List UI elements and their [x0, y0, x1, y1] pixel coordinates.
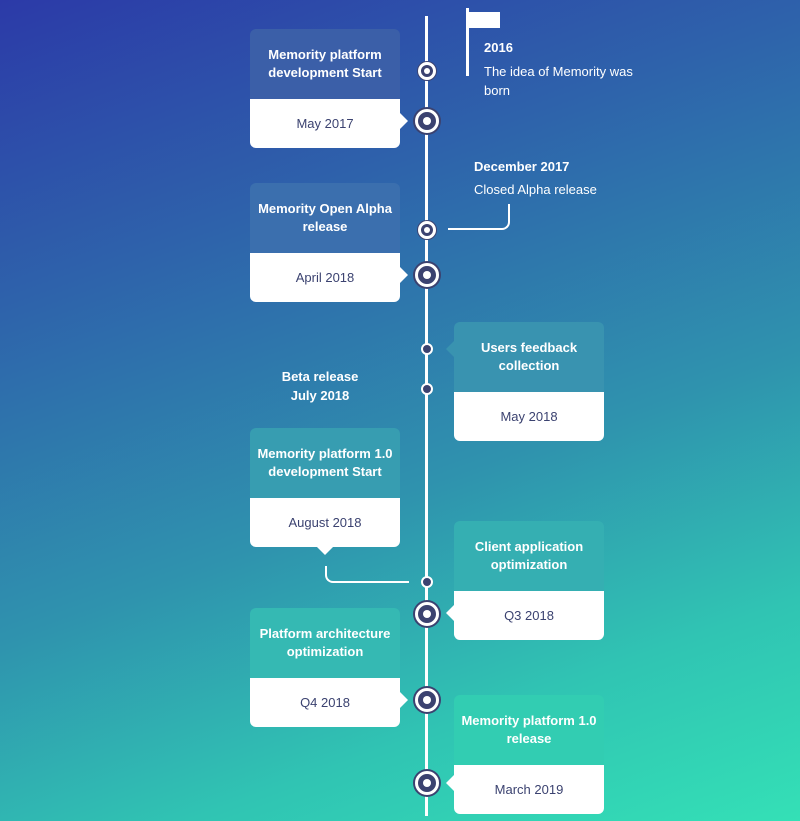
- milestone-date: July 2018: [290, 388, 350, 403]
- card-date: Q3 2018: [454, 591, 604, 640]
- timeline-node: [421, 576, 433, 588]
- card-users-feedback: Users feedback collection May 2018: [446, 322, 604, 441]
- card-open-alpha: Memority Open Alpha release April 2018: [250, 183, 408, 302]
- card-platform-1-release: Memority platform 1.0 release March 2019: [446, 695, 604, 814]
- card-title: Memority platform development Start: [250, 29, 400, 99]
- timeline-node: [421, 383, 433, 395]
- card-platform-dev-start: Memority platform development Start May …: [250, 29, 408, 148]
- timeline-node: [418, 62, 436, 80]
- card-date: May 2017: [250, 99, 400, 148]
- card-pointer: [446, 605, 454, 621]
- card-title: Users feedback collection: [454, 322, 604, 392]
- card-pointer: [446, 341, 454, 357]
- timeline-node: [421, 343, 433, 355]
- milestone-date: December 2017: [474, 159, 570, 174]
- card-platform-architecture: Platform architecture optimization Q4 20…: [250, 608, 408, 727]
- milestone-dec-2017: December 2017 Closed Alpha release: [474, 157, 654, 199]
- card-date: April 2018: [250, 253, 400, 302]
- timeline-node: [415, 688, 439, 712]
- card-pointer: [317, 547, 333, 555]
- card-date: August 2018: [250, 498, 400, 547]
- milestone-title: Beta release: [281, 369, 359, 384]
- card-client-app-optimization: Client application optimization Q3 2018: [446, 521, 604, 640]
- milestone-text: The idea of Memority was born: [484, 64, 633, 98]
- timeline-node: [415, 263, 439, 287]
- milestone-year: 2016: [484, 40, 513, 55]
- card-title: Memority Open Alpha release: [250, 183, 400, 253]
- card-pointer: [400, 113, 408, 129]
- card-title: Client application optimization: [454, 521, 604, 591]
- card-date: March 2019: [454, 765, 604, 814]
- milestone-beta: Beta release July 2018: [260, 367, 380, 405]
- card-date: Q4 2018: [250, 678, 400, 727]
- connector-line: [448, 204, 510, 230]
- card-pointer: [400, 267, 408, 283]
- card-title: Memority platform 1.0 release: [454, 695, 604, 765]
- card-date: May 2018: [454, 392, 604, 441]
- card-platform-1-dev-start: Memority platform 1.0 development Start …: [250, 428, 400, 555]
- card-pointer: [446, 775, 454, 791]
- card-title: Platform architecture optimization: [250, 608, 400, 678]
- timeline-node: [415, 109, 439, 133]
- timeline-node: [418, 221, 436, 239]
- card-title: Memority platform 1.0 development Start: [250, 428, 400, 498]
- connector-line: [325, 566, 409, 583]
- milestone-2016: 2016 The idea of Memority was born: [484, 38, 654, 100]
- milestone-text: Closed Alpha release: [474, 182, 597, 197]
- card-pointer: [400, 692, 408, 708]
- timeline-node: [415, 602, 439, 626]
- timeline-spine: [425, 16, 428, 816]
- timeline-node: [415, 771, 439, 795]
